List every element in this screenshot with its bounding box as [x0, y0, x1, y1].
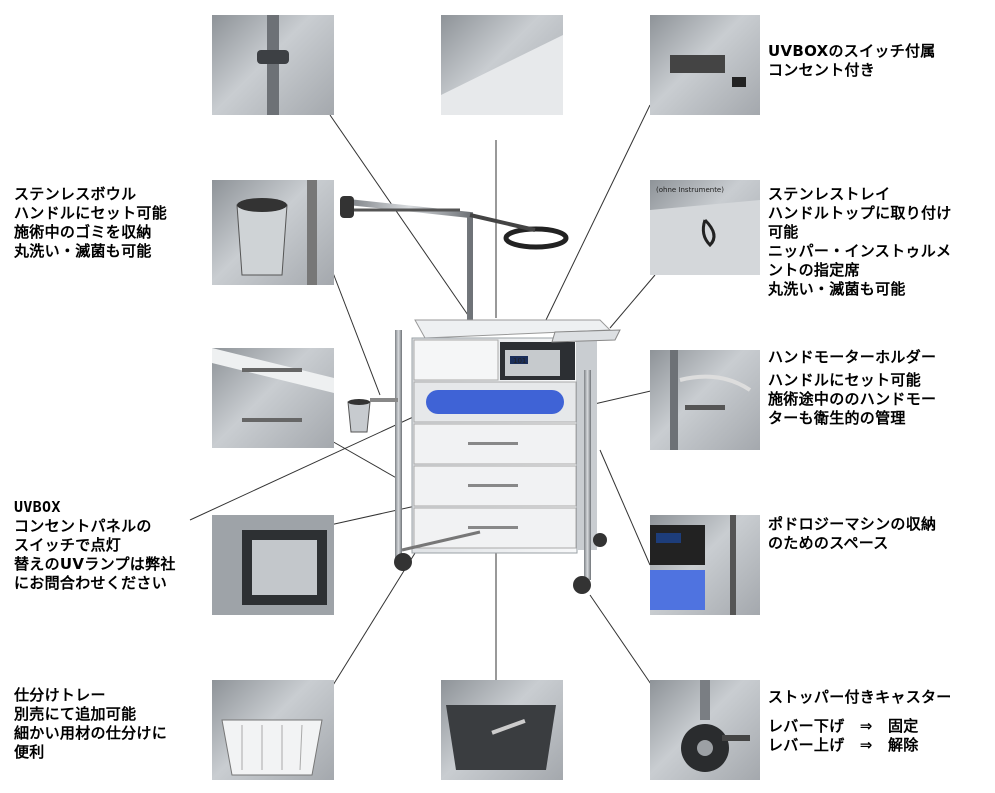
caption-line: スイッチで点灯 [14, 536, 122, 554]
caption-line: レバー上げ ⇒ 解除 [768, 736, 919, 754]
caption-line: 仕分けトレー [14, 686, 106, 704]
caption-sorting-tray: 仕分けトレー 別売にて追加可能 細かい用材の仕分けに 便利 [14, 686, 167, 762]
caption-line: UVBOXのスイッチ付属 [768, 42, 936, 60]
caption-line: ステンレスボウル [14, 185, 137, 203]
caption-uvbox: UVBOX コンセントパネルの スイッチで点灯 替えのUVランプは弊社 にお問合… [14, 498, 176, 593]
caption-line: のためのスペース [768, 534, 889, 552]
caption-line: 便利 [14, 743, 45, 761]
caption-line: 別売にて追加可能 [14, 705, 137, 723]
caption-line: 替えのUVランプは弊社 [14, 555, 176, 573]
photo-steel-tray: (ohne Instrumente) [650, 180, 760, 275]
caption-steel-tray: ステンレストレイ ハンドルトップに取り付け 可能 ニッパー・インストゥルメ ント… [768, 185, 952, 299]
cart-illustration: 101 [340, 196, 621, 594]
caption-line: にお問合わせください [14, 574, 168, 592]
caption-line: ポドロジーマシンの収納 [768, 515, 937, 533]
photo-drawer-interior [441, 680, 563, 780]
caption-line: ニッパー・インストゥルメ [768, 242, 952, 260]
caption-line: 可能 [768, 223, 799, 241]
photo-handmotor-holder [650, 350, 760, 450]
photo-top-plate [441, 15, 563, 115]
caption-line: コンセントパネルの [14, 517, 152, 535]
caption-line: ターも衛生的の管理 [768, 409, 906, 427]
photo-sorting-tray [212, 680, 334, 780]
caption-uvbox-switch: UVBOXのスイッチ付属 コンセント付き [768, 42, 936, 80]
caption-line: 施術途中ののハンドモー [768, 390, 937, 408]
caption-spacer [768, 707, 952, 717]
tray-photo-label: (ohne Instrumente) [656, 186, 724, 194]
caption-line: 丸洗い・滅菌も可能 [768, 280, 906, 298]
caption-podology-space: ポドロジーマシンの収納 のためのスペース [768, 515, 936, 553]
caption-caster: ストッパー付きキャスター レバー下げ ⇒ 固定 レバー上げ ⇒ 解除 [768, 688, 952, 755]
caption-line: ハンドルにセット可能 [768, 371, 922, 389]
caption-line: ハンドルにセット可能 [14, 204, 168, 222]
caption-line: UVBOX [14, 498, 61, 516]
caption-line: ハンドルトップに取り付け [768, 204, 952, 222]
caption-line: ントの指定席 [768, 261, 860, 279]
caption-line: 施術中のゴミを収納 [14, 223, 152, 241]
photo-podology-space [650, 515, 760, 615]
caption-handmotor-holder: ハンドモーターホルダー ハンドルにセット可能 施術途中ののハンドモー ターも衛生… [768, 348, 936, 428]
caption-line: コンセント付き [768, 61, 876, 79]
photo-uvbox-panel [212, 515, 334, 615]
caption-line: ハンドモーターホルダー [768, 348, 937, 366]
photo-caster [650, 680, 760, 780]
photo-uvbox-switch [650, 15, 760, 115]
caption-line: レバー下げ ⇒ 固定 [768, 717, 919, 735]
machine-display-text: 101 [513, 357, 526, 365]
photo-handle-clamp [212, 15, 334, 115]
caption-line: 細かい用材の仕分けに [14, 724, 168, 742]
caption-line: 丸洗い・滅菌も可能 [14, 242, 152, 260]
caption-line: ストッパー付きキャスター [768, 688, 952, 706]
caption-line: ステンレストレイ [768, 185, 891, 203]
caption-steel-bowl: ステンレスボウル ハンドルにセット可能 施術中のゴミを収納 丸洗い・滅菌も可能 [14, 185, 167, 261]
photo-drawer-handles [212, 348, 334, 448]
photo-steel-bowl [212, 180, 334, 285]
